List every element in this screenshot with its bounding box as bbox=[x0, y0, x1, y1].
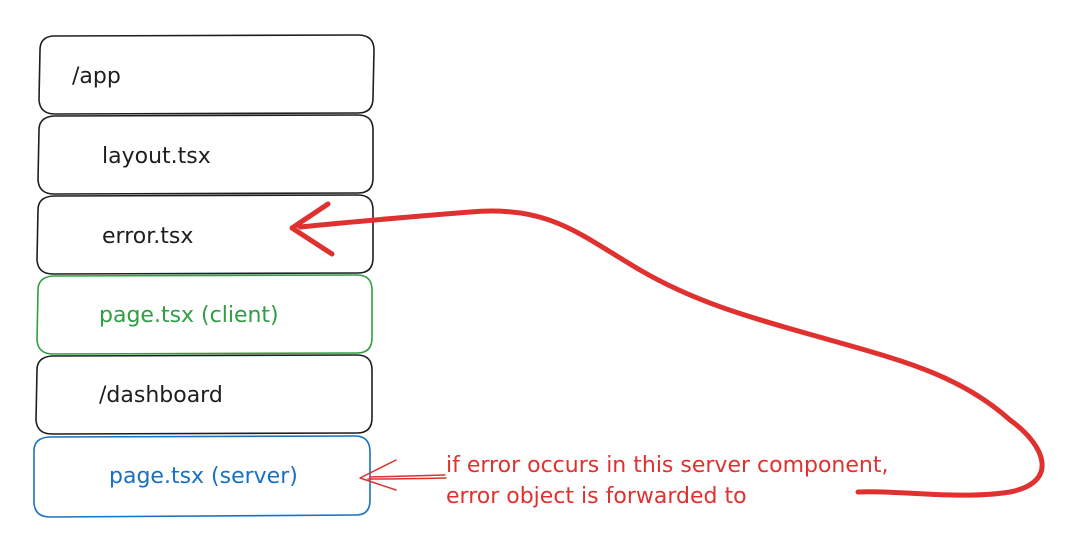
forward-error-arrowhead bbox=[289, 201, 335, 257]
note-pointer-line bbox=[367, 474, 447, 480]
dashboard-folder-box: /dashboard bbox=[35, 354, 373, 435]
client-page-box: page.tsx (client) bbox=[36, 274, 373, 355]
annotation-line-2: error object is forwarded to bbox=[446, 484, 747, 509]
layout-file-label: layout.tsx bbox=[102, 144, 211, 169]
forward-error-arrow-curve bbox=[297, 208, 1045, 498]
error-file-box-border bbox=[36, 194, 374, 275]
app-folder-box-border bbox=[38, 34, 375, 115]
layout-file-box: layout.tsx bbox=[37, 114, 374, 195]
server-page-box-border bbox=[33, 435, 371, 518]
error-file-box: error.tsx bbox=[36, 194, 374, 275]
forward-error-arrow bbox=[289, 201, 1045, 498]
server-page-box: page.tsx (server) bbox=[33, 435, 371, 518]
server-page-label: page.tsx (server) bbox=[109, 464, 298, 489]
note-pointer-arrow bbox=[359, 459, 447, 491]
error-file-label: error.tsx bbox=[102, 224, 193, 249]
app-folder-box: /app bbox=[38, 34, 375, 115]
client-page-box-border bbox=[36, 274, 373, 355]
app-folder-label: /app bbox=[72, 64, 121, 89]
note-pointer-arrowhead bbox=[359, 459, 397, 491]
annotation-line-1: if error occurs in this server component… bbox=[446, 453, 888, 478]
layout-file-box-border bbox=[37, 114, 374, 195]
dashboard-folder-label: /dashboard bbox=[99, 383, 223, 408]
client-page-label: page.tsx (client) bbox=[99, 303, 279, 328]
dashboard-folder-box-border bbox=[35, 354, 373, 435]
